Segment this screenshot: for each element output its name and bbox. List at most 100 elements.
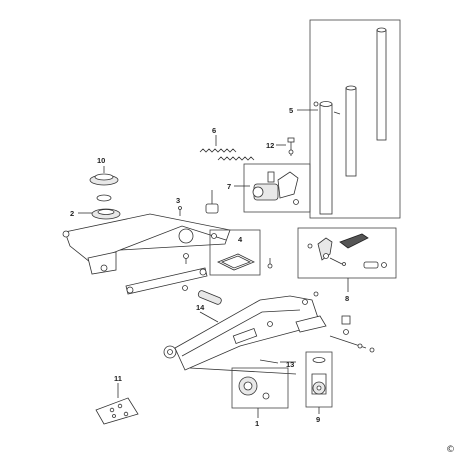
handle-screw <box>333 111 341 115</box>
saddle-group: 10 <box>89 156 119 202</box>
bottom-rod <box>189 367 297 375</box>
handle-pin <box>313 101 319 107</box>
lift-arm-foot <box>87 251 117 275</box>
release-lever-washer <box>307 243 313 249</box>
main-frame-bracket <box>295 315 327 333</box>
release-lever-end <box>381 262 387 268</box>
callout-6: 6 <box>212 126 216 135</box>
kit-part-a <box>109 407 115 413</box>
main-frame-edge <box>181 309 301 357</box>
callout-14: 14 <box>196 303 205 312</box>
lift-arm-pivot-left <box>62 230 70 238</box>
rear-washer <box>343 329 349 335</box>
axle-pin-group <box>182 285 222 305</box>
callout-10: 10 <box>97 156 105 165</box>
bracket-block <box>205 203 219 214</box>
release-lever-pedal <box>339 233 369 249</box>
link-bolt <box>183 253 189 259</box>
lift-arm-group <box>62 213 231 275</box>
callout-11: 11 <box>114 374 122 383</box>
callout-1: 1 <box>255 419 259 428</box>
lift-arm-bolt <box>211 233 217 239</box>
callout-8: 8 <box>345 294 349 303</box>
axle-pin <box>197 290 222 305</box>
handle-middle-cap <box>345 85 357 91</box>
release-lever-frame <box>297 227 397 279</box>
bolt-head <box>287 137 295 143</box>
main-frame-front-hub <box>167 349 173 355</box>
pump-fitting <box>293 199 299 205</box>
callout-13: 13 <box>286 360 294 369</box>
handle-upper-section <box>376 29 387 141</box>
handle-lower-section <box>319 103 333 215</box>
caster-group: 9 <box>305 351 333 424</box>
lift-arm-foot-bolt <box>100 264 108 272</box>
main-frame-web <box>232 327 258 345</box>
callout-12: 12 <box>266 141 274 150</box>
cover-plate <box>217 253 255 271</box>
release-lever-cylinder <box>363 261 379 269</box>
link-bar-group <box>125 253 208 295</box>
spring-upper <box>199 148 237 153</box>
handle-lower-cap <box>319 101 333 107</box>
front-wheel-hub <box>243 381 253 391</box>
springs-group: 6 <box>199 126 255 161</box>
spring-lower <box>217 156 255 161</box>
bracket-group <box>205 190 219 214</box>
saddle-top <box>94 173 114 181</box>
saddle-stem <box>96 194 112 202</box>
callout-4: 4 <box>238 235 243 244</box>
callout-3: 3 <box>176 196 180 205</box>
callout-9: 9 <box>316 415 320 424</box>
pump-unit-group: 7 <box>227 163 311 213</box>
handle-upper-cap <box>376 27 387 33</box>
pump-valve <box>267 171 275 183</box>
handle-middle-section <box>345 87 357 177</box>
rear-axle-clip <box>357 343 363 349</box>
lift-pin-group: 3 <box>176 196 182 216</box>
callout-5: 5 <box>289 106 293 115</box>
bolt-washer <box>288 149 294 155</box>
main-frame-bolt <box>267 321 273 327</box>
bolt-group: 12 <box>266 137 295 156</box>
rod-group: 13 <box>259 359 296 369</box>
kit-part-b <box>117 403 123 409</box>
front-wheel-group: 1 <box>231 367 289 428</box>
front-wheel-frame <box>231 367 289 409</box>
main-frame-rear-pin <box>313 291 319 297</box>
callout-7: 7 <box>227 182 231 191</box>
hardware-kit-group: 11 <box>95 374 139 425</box>
link-bar <box>125 267 208 295</box>
cover-plate-frame <box>209 229 261 276</box>
rear-axle-end <box>369 347 375 353</box>
saddle-plate-group: 2 <box>70 208 121 220</box>
callout-leader-14 <box>199 311 219 323</box>
saddle-plate-top <box>97 209 115 215</box>
main-frame-bracket-bolt <box>302 299 308 305</box>
callout-2: 2 <box>70 209 74 218</box>
caster-hub <box>316 385 322 391</box>
copyright-mark: © <box>446 445 455 455</box>
kit-part-c <box>123 411 129 417</box>
kit-part-d <box>112 414 116 418</box>
release-lever-pivot <box>323 253 329 259</box>
cover-plate-group: 4 <box>209 229 273 276</box>
rod-13 <box>259 359 279 364</box>
lift-pin-head <box>178 206 182 210</box>
release-lever-link <box>329 257 343 265</box>
lift-arm-pivot-center <box>178 228 194 244</box>
rear-hardware-group <box>329 315 375 353</box>
axle-washer <box>182 285 188 291</box>
link-bar-end-left <box>126 286 134 294</box>
pump-unit-frame <box>243 163 311 213</box>
rear-nut <box>341 315 351 325</box>
release-lever-body <box>317 237 333 261</box>
small-pin-washer <box>267 263 273 269</box>
hardware-kit-bag <box>95 397 139 425</box>
link-bar-end-right <box>199 268 207 276</box>
release-lever-pin <box>342 262 346 266</box>
front-wheel-washer <box>262 392 270 400</box>
pump-housing <box>277 171 299 199</box>
